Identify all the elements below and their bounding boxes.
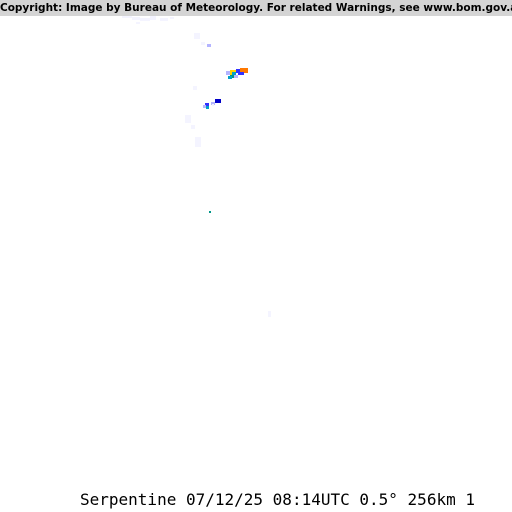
radar-echo-pixel [140, 18, 150, 21]
radar-echo-pixel [122, 16, 132, 18]
radar-echo-pixel [150, 16, 156, 20]
radar-info-line: Serpentine 07/12/25 08:14UTC 0.5° 256km … [80, 490, 475, 510]
radar-echo-pixel [207, 44, 211, 47]
radar-echo-pixel [212, 104, 214, 106]
radar-echo-pixel [211, 102, 215, 105]
radar-echo-pixel [194, 33, 200, 39]
elevation-angle: 0.5° [359, 490, 398, 509]
radar-echo-pixel [234, 75, 238, 78]
copyright-banner: Copyright: Image by Bureau of Meteorolog… [0, 0, 512, 16]
radar-echo-pixel [232, 72, 236, 76]
radar-echo-pixel [209, 211, 211, 213]
radar-echo-pixel [205, 103, 209, 106]
radar-echo-pixel [236, 69, 240, 73]
radar-range: 256km [407, 490, 456, 509]
radar-echo-pixel [228, 76, 232, 79]
product-code: 1 [465, 490, 475, 509]
radar-echo-pixel [160, 18, 168, 21]
radar-date: 07/12/25 [185, 490, 264, 509]
radar-echo-pixel [191, 125, 195, 129]
radar-echo-pixel [226, 71, 230, 75]
radar-time: 08:14UTC [272, 490, 350, 509]
radar-echo-pixel [193, 86, 197, 90]
radar-echo-pixel [206, 106, 209, 109]
radar-echo-pixel [170, 17, 174, 19]
radar-echo-pixel [136, 22, 140, 24]
radar-echo-pixel [238, 72, 244, 75]
radar-echo-pixel [201, 42, 205, 45]
radar-echo-pixel [203, 105, 206, 108]
radar-echo-pixel [195, 137, 201, 147]
radar-echo-pixel [132, 17, 140, 20]
radar-echo-pixel [215, 99, 221, 103]
radar-echo-pixel [240, 68, 248, 73]
station-name: Serpentine [80, 490, 177, 509]
radar-echo-pixel [185, 115, 191, 123]
radar-echo-pixel [268, 311, 271, 317]
